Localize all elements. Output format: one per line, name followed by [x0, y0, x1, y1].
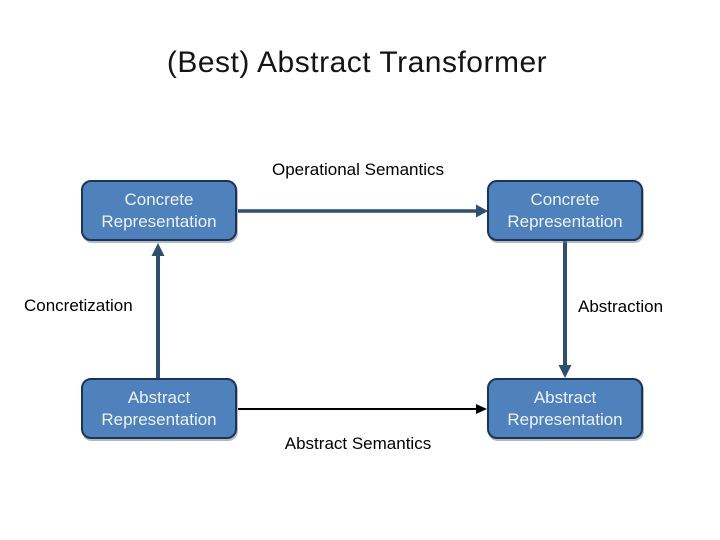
label-concretization: Concretization	[24, 296, 133, 315]
arrow-operational-semantics	[238, 204, 488, 218]
label-abstraction: Abstraction	[578, 297, 664, 316]
box-abstract-representation-bottom-left: Abstract Representation	[81, 378, 237, 439]
box-text-line: Representation	[507, 211, 623, 231]
box-concrete-representation-top-right: Concrete Representation	[487, 180, 643, 241]
box-text-line: Concrete	[530, 189, 600, 209]
box-text-line: Concrete	[124, 189, 194, 209]
box-text-line: Abstract	[533, 387, 597, 407]
label-abstract-semantics: Abstract Semantics	[284, 434, 432, 453]
arrow-abstraction	[558, 241, 572, 378]
box-text-line: Abstract	[127, 387, 191, 407]
box-text-line: Representation	[101, 211, 217, 231]
box-text-line: Representation	[101, 409, 217, 429]
box-text-line: Representation	[507, 409, 623, 429]
slide-title: (Best) Abstract Transformer	[166, 46, 548, 79]
box-abstract-representation-bottom-right: Abstract Representation	[487, 378, 643, 439]
arrow-abstract-semantics	[238, 404, 487, 414]
label-operational-semantics: Operational Semantics	[272, 160, 444, 179]
box-concrete-representation-top-left: Concrete Representation	[81, 180, 237, 241]
arrow-concretization	[151, 243, 165, 379]
